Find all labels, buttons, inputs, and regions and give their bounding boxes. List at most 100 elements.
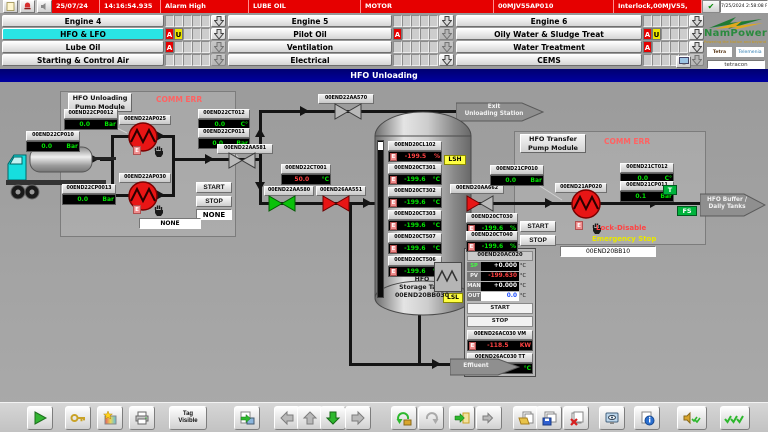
delete-documents-button[interactable] bbox=[563, 406, 589, 430]
nav-down-arrow-icon[interactable] bbox=[439, 54, 454, 66]
lsl-badge: LSL bbox=[443, 293, 463, 303]
nav-engine-6[interactable]: Engine 6 bbox=[456, 15, 642, 27]
transfer-stop-button[interactable]: STOP bbox=[520, 235, 556, 246]
tag-value-number: -118.5 bbox=[487, 341, 509, 349]
alarm-bar-icons bbox=[0, 0, 52, 13]
unloading-start-button[interactable]: START bbox=[196, 182, 232, 193]
controller-value[interactable]: +0.000 bbox=[481, 262, 519, 271]
nav-pilot-oil[interactable]: Pilot Oil bbox=[228, 28, 392, 40]
nav-cems[interactable]: CEMS bbox=[456, 54, 642, 66]
transfer-ref-display[interactable]: 00END20BB10 bbox=[560, 246, 656, 257]
tag-00END20AA662[interactable]: 00END20AA662 bbox=[450, 184, 504, 194]
info-button[interactable] bbox=[634, 406, 660, 430]
nav-down-arrow-icon[interactable] bbox=[211, 41, 226, 53]
nav-oily-water-sludge[interactable]: Oily Water & Sludge Treat bbox=[456, 28, 642, 40]
run-button[interactable] bbox=[27, 406, 53, 430]
transfer-start-button[interactable]: START bbox=[520, 221, 556, 232]
alarm-ack-button[interactable]: ✔ bbox=[702, 0, 720, 13]
tag-unit: °C bbox=[432, 244, 440, 252]
cems-display-button[interactable] bbox=[676, 56, 691, 68]
unloading-stop-button[interactable]: STOP bbox=[196, 196, 232, 207]
pump-00END22AP025[interactable] bbox=[127, 121, 159, 153]
unloading-selection-display[interactable]: NONE bbox=[139, 218, 201, 229]
nav-up-button[interactable] bbox=[297, 406, 323, 430]
tag-00END22AA581[interactable]: 00END22AA581 bbox=[217, 144, 273, 154]
nav-down-arrow-icon[interactable] bbox=[689, 28, 704, 40]
redo-button[interactable] bbox=[418, 406, 444, 430]
tank-heater[interactable] bbox=[434, 262, 462, 292]
color-settings-button[interactable] bbox=[97, 406, 123, 430]
nav-starting-control-air[interactable]: Starting & Control Air bbox=[2, 54, 164, 66]
tag-00END22AA580[interactable]: 00END22AA580 bbox=[264, 186, 314, 196]
nav-electrical[interactable]: Electrical bbox=[228, 54, 392, 66]
nav-down-arrow-icon[interactable] bbox=[211, 28, 226, 40]
alarm-bell-icon[interactable] bbox=[20, 0, 35, 13]
alarm-page-icon[interactable] bbox=[3, 0, 18, 13]
display-button[interactable] bbox=[599, 406, 625, 430]
flow-arrow bbox=[255, 128, 265, 137]
step-in-button[interactable] bbox=[449, 406, 475, 430]
nav-label: Starting & Control Air bbox=[36, 55, 130, 65]
nav-down-arrow-icon[interactable] bbox=[439, 28, 454, 40]
controller-stop-button[interactable]: STOP bbox=[467, 316, 533, 327]
station-field[interactable]: tetracon bbox=[707, 60, 765, 69]
controller-value[interactable]: +0.000 bbox=[481, 282, 519, 291]
nav-down-arrow-icon[interactable] bbox=[211, 15, 226, 27]
step-out-button[interactable] bbox=[476, 406, 502, 430]
effluent-label: Effluent bbox=[463, 363, 489, 369]
tag-00END26AA551[interactable]: 00END26AA551 bbox=[316, 186, 366, 196]
nav-down-arrow-icon[interactable] bbox=[689, 54, 704, 66]
nav-down-button[interactable] bbox=[320, 406, 346, 430]
print-button[interactable] bbox=[129, 406, 155, 430]
tag-value-number: 0.0 bbox=[41, 142, 53, 150]
audio-ack-button[interactable] bbox=[677, 406, 707, 430]
controller-start-button[interactable]: START bbox=[467, 303, 533, 314]
nav-down-arrow-icon[interactable] bbox=[439, 15, 454, 27]
valve-00END26AA551[interactable] bbox=[322, 195, 350, 212]
alarm-time: 14:16:54.935 bbox=[100, 0, 161, 13]
nav-engine-5[interactable]: Engine 5 bbox=[228, 15, 392, 27]
nav-down-arrow-icon[interactable] bbox=[439, 41, 454, 53]
undo-button[interactable] bbox=[391, 406, 417, 430]
nav-down-arrow-icon[interactable] bbox=[689, 15, 704, 27]
save-documents-button[interactable] bbox=[536, 406, 562, 430]
valve-00END22AA570[interactable] bbox=[334, 103, 362, 120]
pump-00END22AP030[interactable] bbox=[127, 180, 159, 212]
nav-ventilation[interactable]: Ventilation bbox=[228, 41, 392, 53]
nav-right-button[interactable] bbox=[345, 406, 371, 430]
unloading-mode-display[interactable]: NONE bbox=[196, 209, 232, 220]
nav-down-arrow-icon[interactable] bbox=[689, 41, 704, 53]
screen-import-button[interactable] bbox=[234, 406, 260, 430]
nav-lube-oil[interactable]: Lube Oil bbox=[2, 41, 164, 53]
nav-hfo-lfo[interactable]: HFO & LFO bbox=[2, 28, 164, 40]
tag-visible-button[interactable]: Tag Visible bbox=[169, 406, 207, 430]
valve-00END22AA580[interactable] bbox=[268, 195, 296, 212]
tag-00END22AA570[interactable]: 00END22AA570 bbox=[318, 94, 374, 104]
nav-down-arrow-icon[interactable] bbox=[211, 54, 226, 66]
alarm-mute-icon[interactable] bbox=[37, 0, 52, 13]
pump-00END21AP020[interactable] bbox=[570, 188, 602, 220]
valve-00END20AA662[interactable] bbox=[466, 195, 494, 212]
nav-water-treatment[interactable]: Water Treatment bbox=[456, 41, 642, 53]
accept-all-button[interactable] bbox=[720, 406, 750, 430]
key-button[interactable] bbox=[65, 406, 91, 430]
alarm-cells: A bbox=[393, 28, 438, 40]
nav-engine-4[interactable]: Engine 4 bbox=[2, 15, 164, 27]
valve-00END22AA581[interactable] bbox=[228, 152, 256, 169]
